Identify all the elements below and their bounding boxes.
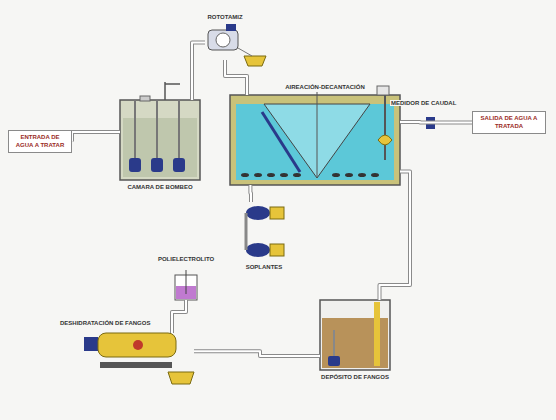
flow-box: SALIDA DE AGUA A TRATADA xyxy=(472,111,546,134)
unit-label: DESHIDRATACIÓN DE FANGOS xyxy=(60,320,150,328)
box-text: SALIDA DE AGUA A TRATADA xyxy=(477,115,541,130)
unit-label: CAMARA DE BOMBEO xyxy=(127,184,192,192)
plant-unit: ROTOTAMIZ xyxy=(205,25,245,60)
pipe-connector xyxy=(192,43,205,101)
pipe-connector xyxy=(380,172,411,301)
plant-unit: POLIELECTROLITO xyxy=(175,275,197,300)
unit-label: SOPLANTES xyxy=(246,264,283,272)
plant-unit: CAMARA DE BOMBEO xyxy=(120,100,200,180)
unit-label: ROTOTAMIZ xyxy=(207,14,242,22)
pipe-connector xyxy=(72,132,120,142)
box-text: ENTRADA DE AGUA A TRATAR xyxy=(13,134,67,149)
plant-unit: DEPÓSITO DE FANGOS xyxy=(320,300,390,370)
plant-unit: DESHIDRATACIÓN DE FANGOS xyxy=(84,333,194,385)
plant-unit: SOPLANTES xyxy=(238,202,290,260)
pipe-connector xyxy=(225,60,247,95)
unit-label: AIREACIÓN-DECANTACIÓN xyxy=(285,84,365,92)
pipe-connector xyxy=(400,122,472,124)
unit-label: POLIELECTROLITO xyxy=(158,256,214,264)
flow-box: ENTRADA DE AGUA A TRATAR xyxy=(8,130,72,153)
pipe-connector xyxy=(194,351,320,356)
unit-label: DEPÓSITO DE FANGOS xyxy=(321,374,389,382)
pipe-connector xyxy=(172,300,186,333)
part-label: MEDIDOR DE CAUDAL xyxy=(390,100,457,106)
plant-unit: AIREACIÓN-DECANTACIÓN xyxy=(230,95,400,185)
pipe-connector xyxy=(250,185,252,202)
